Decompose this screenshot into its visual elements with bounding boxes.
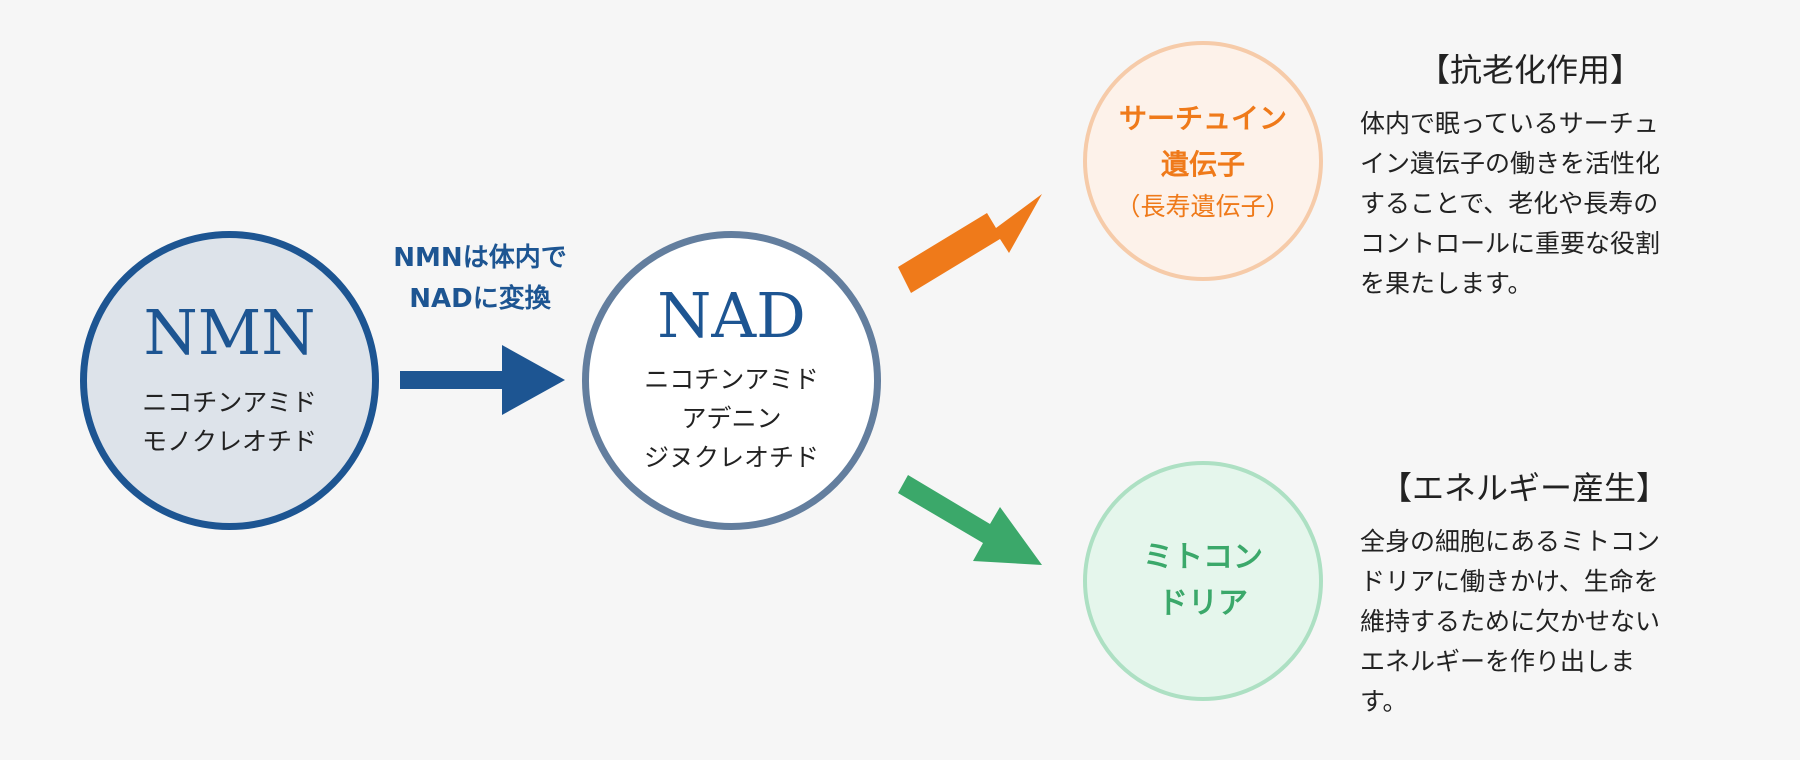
nad-line-2: アデニン bbox=[681, 404, 782, 433]
down-right-arrow bbox=[898, 475, 1042, 565]
sirtuin-circle: サーチュイン 遺伝子 （長寿遺伝子） bbox=[1083, 41, 1323, 281]
aging-desc-line: 体内で眠っているサーチュ bbox=[1360, 109, 1659, 138]
aging-heading: 【抗老化作用】 bbox=[1418, 51, 1643, 89]
mitochondria-line-2: ドリア bbox=[1158, 586, 1248, 621]
nad-line-1: ニコチンアミド bbox=[644, 365, 819, 394]
nmn-title: NMN bbox=[143, 295, 316, 369]
energy-desc-line: ドリアに働きかけ、生命を bbox=[1360, 567, 1659, 596]
conversion-line-2: NADに変換 bbox=[409, 284, 551, 314]
conversion-line-1: NMNは体内で bbox=[393, 243, 567, 273]
nad-title: NAD bbox=[657, 279, 806, 352]
energy-desc-line: エネルギーを作り出しま bbox=[1360, 647, 1636, 676]
energy-desc-line: 維持するために欠かせない bbox=[1360, 607, 1661, 636]
up-right-arrow bbox=[898, 194, 1042, 293]
right-arrow bbox=[400, 345, 565, 415]
aging-desc-line: コントロールに重要な役割 bbox=[1360, 229, 1661, 258]
sirtuin-line-1: サーチュイン bbox=[1118, 102, 1287, 135]
energy-desc-line: す。 bbox=[1360, 687, 1408, 716]
nad-circle: NAD ニコチンアミド アデニン ジヌクレオチド bbox=[582, 231, 881, 530]
aging-desc-line: することで、老化や長寿の bbox=[1360, 189, 1659, 218]
aging-desc-line: イン遺伝子の働きを活性化 bbox=[1360, 149, 1661, 178]
nmn-line-2: モノクレオチド bbox=[141, 426, 317, 456]
energy-desc-line: 全身の細胞にあるミトコン bbox=[1360, 527, 1661, 556]
nmn-circle: NMN ニコチンアミド モノクレオチド bbox=[80, 231, 379, 530]
aging-description: 体内で眠っているサーチュ イン遺伝子の働きを活性化 することで、老化や長寿の コ… bbox=[1360, 104, 1720, 304]
nad-line-3: ジヌクレオチド bbox=[643, 443, 819, 472]
conversion-label: NMNは体内で NADに変換 bbox=[370, 238, 590, 320]
energy-heading: 【エネルギー産生】 bbox=[1380, 469, 1669, 507]
mitochondria-line-1: ミトコン bbox=[1143, 540, 1263, 575]
energy-description: 全身の細胞にあるミトコン ドリアに働きかけ、生命を 維持するために欠かせない エ… bbox=[1360, 522, 1720, 722]
aging-desc-line: を果たします。 bbox=[1360, 269, 1533, 298]
nmn-line-1: ニコチンアミド bbox=[142, 387, 317, 417]
mitochondria-circle: ミトコン ドリア bbox=[1083, 461, 1323, 701]
sirtuin-line-2: 遺伝子 bbox=[1160, 148, 1245, 181]
sirtuin-line-3: （長寿遺伝子） bbox=[1115, 192, 1291, 221]
